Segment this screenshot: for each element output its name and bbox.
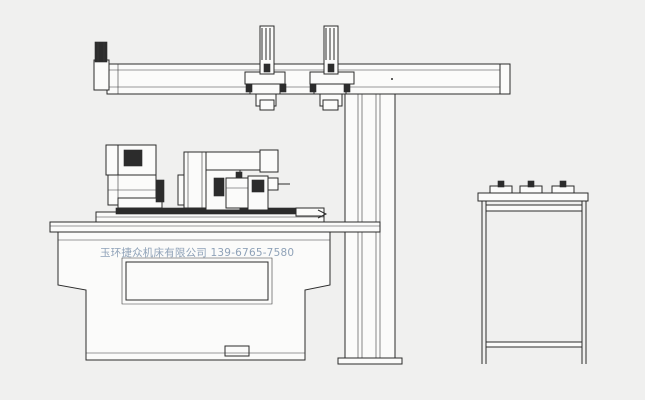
spindle-motor [105,144,165,209]
tailstock [295,207,328,219]
watermark-company: 玉环捷众机床有限公司 [100,247,207,259]
gantry-beam [106,63,511,95]
gantry-carriage-left [244,25,287,111]
chuck-assembly [177,149,290,211]
gantry-carriage-right [309,25,355,111]
beam-marker [391,78,393,80]
watermark-text: 玉环捷众机床有限公司 139-6765-7580 [100,245,294,260]
watermark-phone: 139-6765-7580 [210,247,295,259]
beam-end-motor [93,41,110,91]
lathe-base [49,221,381,361]
workpiece-stand [477,180,589,364]
